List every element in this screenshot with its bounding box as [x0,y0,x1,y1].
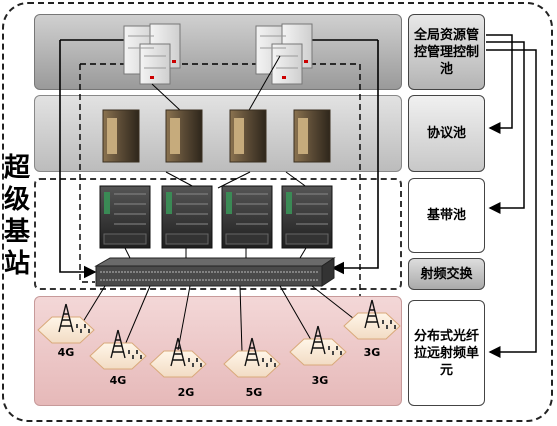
antenna-tower-icon [244,337,260,367]
link-cab-bbu-b [217,171,251,189]
terminal-icon [136,350,138,354]
protocol-layer [34,95,402,172]
station-2: 4G [89,329,147,387]
terminal-icon [188,358,190,362]
station-band-label: 3G [312,374,329,387]
antenna-tower-icon [364,299,380,329]
vertical-title: 超级基站 [3,153,30,279]
terminal-icon [394,325,396,329]
protocol-cabinet-4 [293,109,331,163]
protocol-cabinet-2 [165,109,203,163]
arrow-global-to-protocol [486,34,513,134]
server-stack-left [123,23,181,85]
antenna-tower-icon [110,329,126,359]
protocol-pool-label: 协议池 [408,95,485,172]
global-resource-layer [34,14,402,90]
station-6: 3G [343,299,401,359]
left-solid-link [59,40,97,279]
station-band-label: 5G [246,386,263,399]
link-sw-st2 [121,285,151,353]
right-solid-link [331,40,379,275]
terminal-icon [88,329,90,333]
terminal-icon [128,350,130,354]
terminal-icon [76,324,78,328]
station-band-label: 4G [58,346,75,359]
terminal-icon [340,351,342,355]
global-pool-label: 全局资源管控管理控制池 [408,14,485,90]
terminal-icon [84,324,86,328]
link-bbu4-sw [299,247,307,259]
link-sw-st6 [311,285,359,323]
link-srv-cab3 [247,55,281,113]
terminal-icon [132,355,134,359]
terminal-icon [266,363,268,367]
terminal-icon [274,363,276,367]
station-cell-hexagon [343,312,401,340]
protocol-cabinet-1 [102,109,140,163]
station-band-label: 4G [110,374,127,387]
terminal-icon [336,346,338,350]
terminal-icon [140,355,142,359]
station-4: 5G [223,337,281,399]
terminal-icon [390,320,392,324]
baseband-unit-4 [281,185,333,249]
baseband-unit-3 [221,185,273,249]
antenna-tower-icon [170,337,186,367]
baseband-unit-2 [161,185,213,249]
protocol-cabinet-3 [229,109,267,163]
rf-switch-label: 射频交换 [408,258,485,290]
terminal-icon [196,358,198,362]
left-dashed-link [79,64,95,283]
right-dashed-link [290,63,361,296]
terminal-icon [192,363,194,367]
terminal-icon [80,329,82,333]
super-base-station-frame [2,2,553,422]
baseband-unit-1 [99,185,151,249]
link-sw-st3 [177,285,191,351]
station-cell-hexagon [89,342,147,370]
link-bbu1-sw [124,247,131,259]
server-stack-right [255,23,313,85]
terminal-icon [262,358,264,362]
rf-switch-device [94,257,336,287]
baseband-pool-label: 基带池 [408,178,485,253]
station-cell-hexagon [37,316,95,344]
station-5: 3G [289,325,347,387]
terminal-icon [332,351,334,355]
antenna-tower-icon [310,325,326,355]
station-3: 2G [149,337,207,399]
station-band-label: 2G [178,386,195,399]
arrow-global-to-baseband [486,41,525,214]
station-cell-hexagon [149,350,207,378]
link-srv-cab2 [151,83,183,113]
link-cab-bbu-a [165,171,197,189]
terminal-icon [328,346,330,350]
station-cell-hexagon [289,338,347,366]
station-band-label: 3G [364,346,381,359]
terminal-icon [386,325,388,329]
terminal-icon [200,363,202,367]
station-1: 4G [37,303,95,359]
antenna-tower-icon [58,303,74,333]
arrow-global-to-remote [486,49,537,358]
link-sw-st4 [239,285,243,353]
terminal-icon [270,358,272,362]
terminal-icon [382,320,384,324]
link-cab-bbu-c [285,171,309,189]
station-cell-hexagon [223,350,281,378]
remote-unit-label: 分布式光纤拉远射频单元 [408,300,485,406]
